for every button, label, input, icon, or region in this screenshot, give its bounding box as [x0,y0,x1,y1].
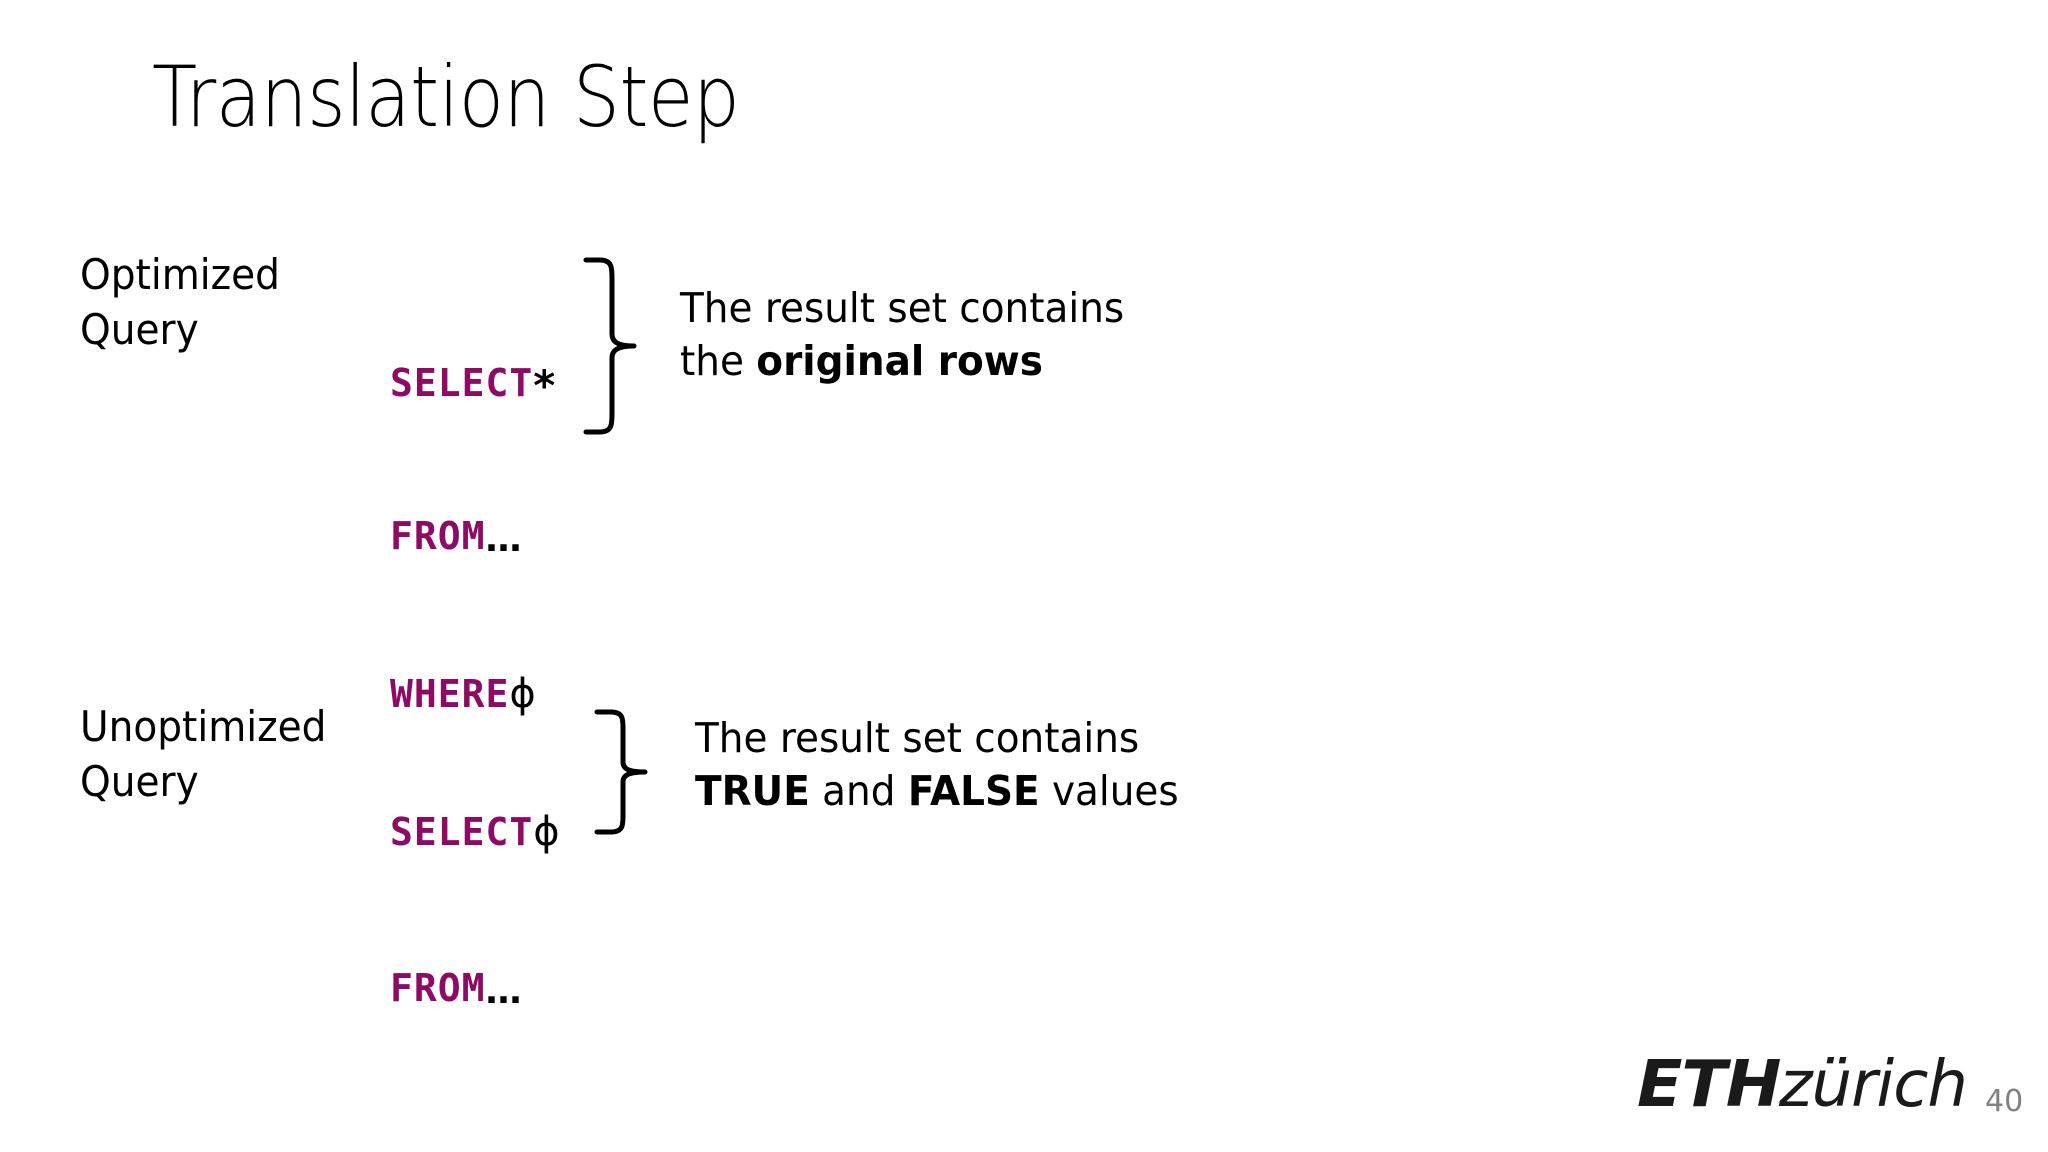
optimized-query-label: Optimized Query [80,248,368,357]
page-title: Translation Step [152,48,740,146]
unoptimized-explain-line1: The result set contains [694,714,1139,762]
unoptimized-sql-code: SELECTϕ FROM… [390,700,561,1119]
explain-mid-and: and [809,767,908,816]
sql-line-from-2: FROM… [390,962,561,1014]
sql-arg-ellipsis-2: … [485,970,523,1012]
eth-zurich-logo: ETH zürich [1637,1048,1968,1122]
eth-logo-word: zürich [1778,1048,1968,1122]
unoptimized-query-block: Unoptimized Query SELECTϕ FROM… The resu… [80,700,1204,1119]
unoptimized-explanation: The result set contains TRUE and FALSE v… [695,712,1179,819]
explain-bold-original-rows: original rows [756,337,1044,386]
optimized-explain-line1: The result set contains [680,284,1125,332]
optimized-explain-line2: the original rows [680,335,1124,388]
sql-line-select-2: SELECTϕ [390,805,561,857]
right-curly-brace-icon [580,256,640,436]
unoptimized-label-line2: Query [80,756,199,806]
optimized-label-line2: Query [80,304,199,354]
sql-keyword-from: FROM [390,513,486,558]
page-number: 40 [1985,1084,2024,1119]
unoptimized-explain-line2: TRUE and FALSE values [695,765,1179,818]
explain-prefix: the [680,337,757,386]
sql-arg-phi-2: ϕ [533,808,561,855]
optimized-explanation: The result set contains the original row… [680,282,1124,389]
sql-keyword-select: SELECT [390,360,534,405]
optimized-query-block: Optimized Query SELECT* FROM… WHEREϕ The… [80,248,1148,824]
optimized-sql-code: SELECT* FROM… WHEREϕ [390,248,556,824]
sql-keyword-where: WHERE [390,671,510,716]
sql-arg-phi: ϕ [509,670,537,717]
eth-logo-mark: ETH [1637,1048,1781,1122]
explain-bold-false: FALSE [907,767,1040,816]
sql-keyword-select-2: SELECT [390,809,534,854]
sql-arg-star: * [533,360,557,410]
sql-keyword-from-2: FROM [390,965,486,1010]
sql-line-from: FROM… [390,510,556,562]
unoptimized-label-line1: Unoptimized [80,702,327,751]
sql-line-where: WHEREϕ [390,667,556,719]
explain-suffix-values: values [1039,767,1179,816]
unoptimized-query-label: Unoptimized Query [80,700,368,809]
explain-bold-true: TRUE [694,767,810,816]
sql-arg-ellipsis: … [485,518,523,560]
right-curly-brace-icon-2 [591,708,651,836]
optimized-label-line1: Optimized [80,250,280,299]
sql-line-select: SELECT* [390,353,556,410]
